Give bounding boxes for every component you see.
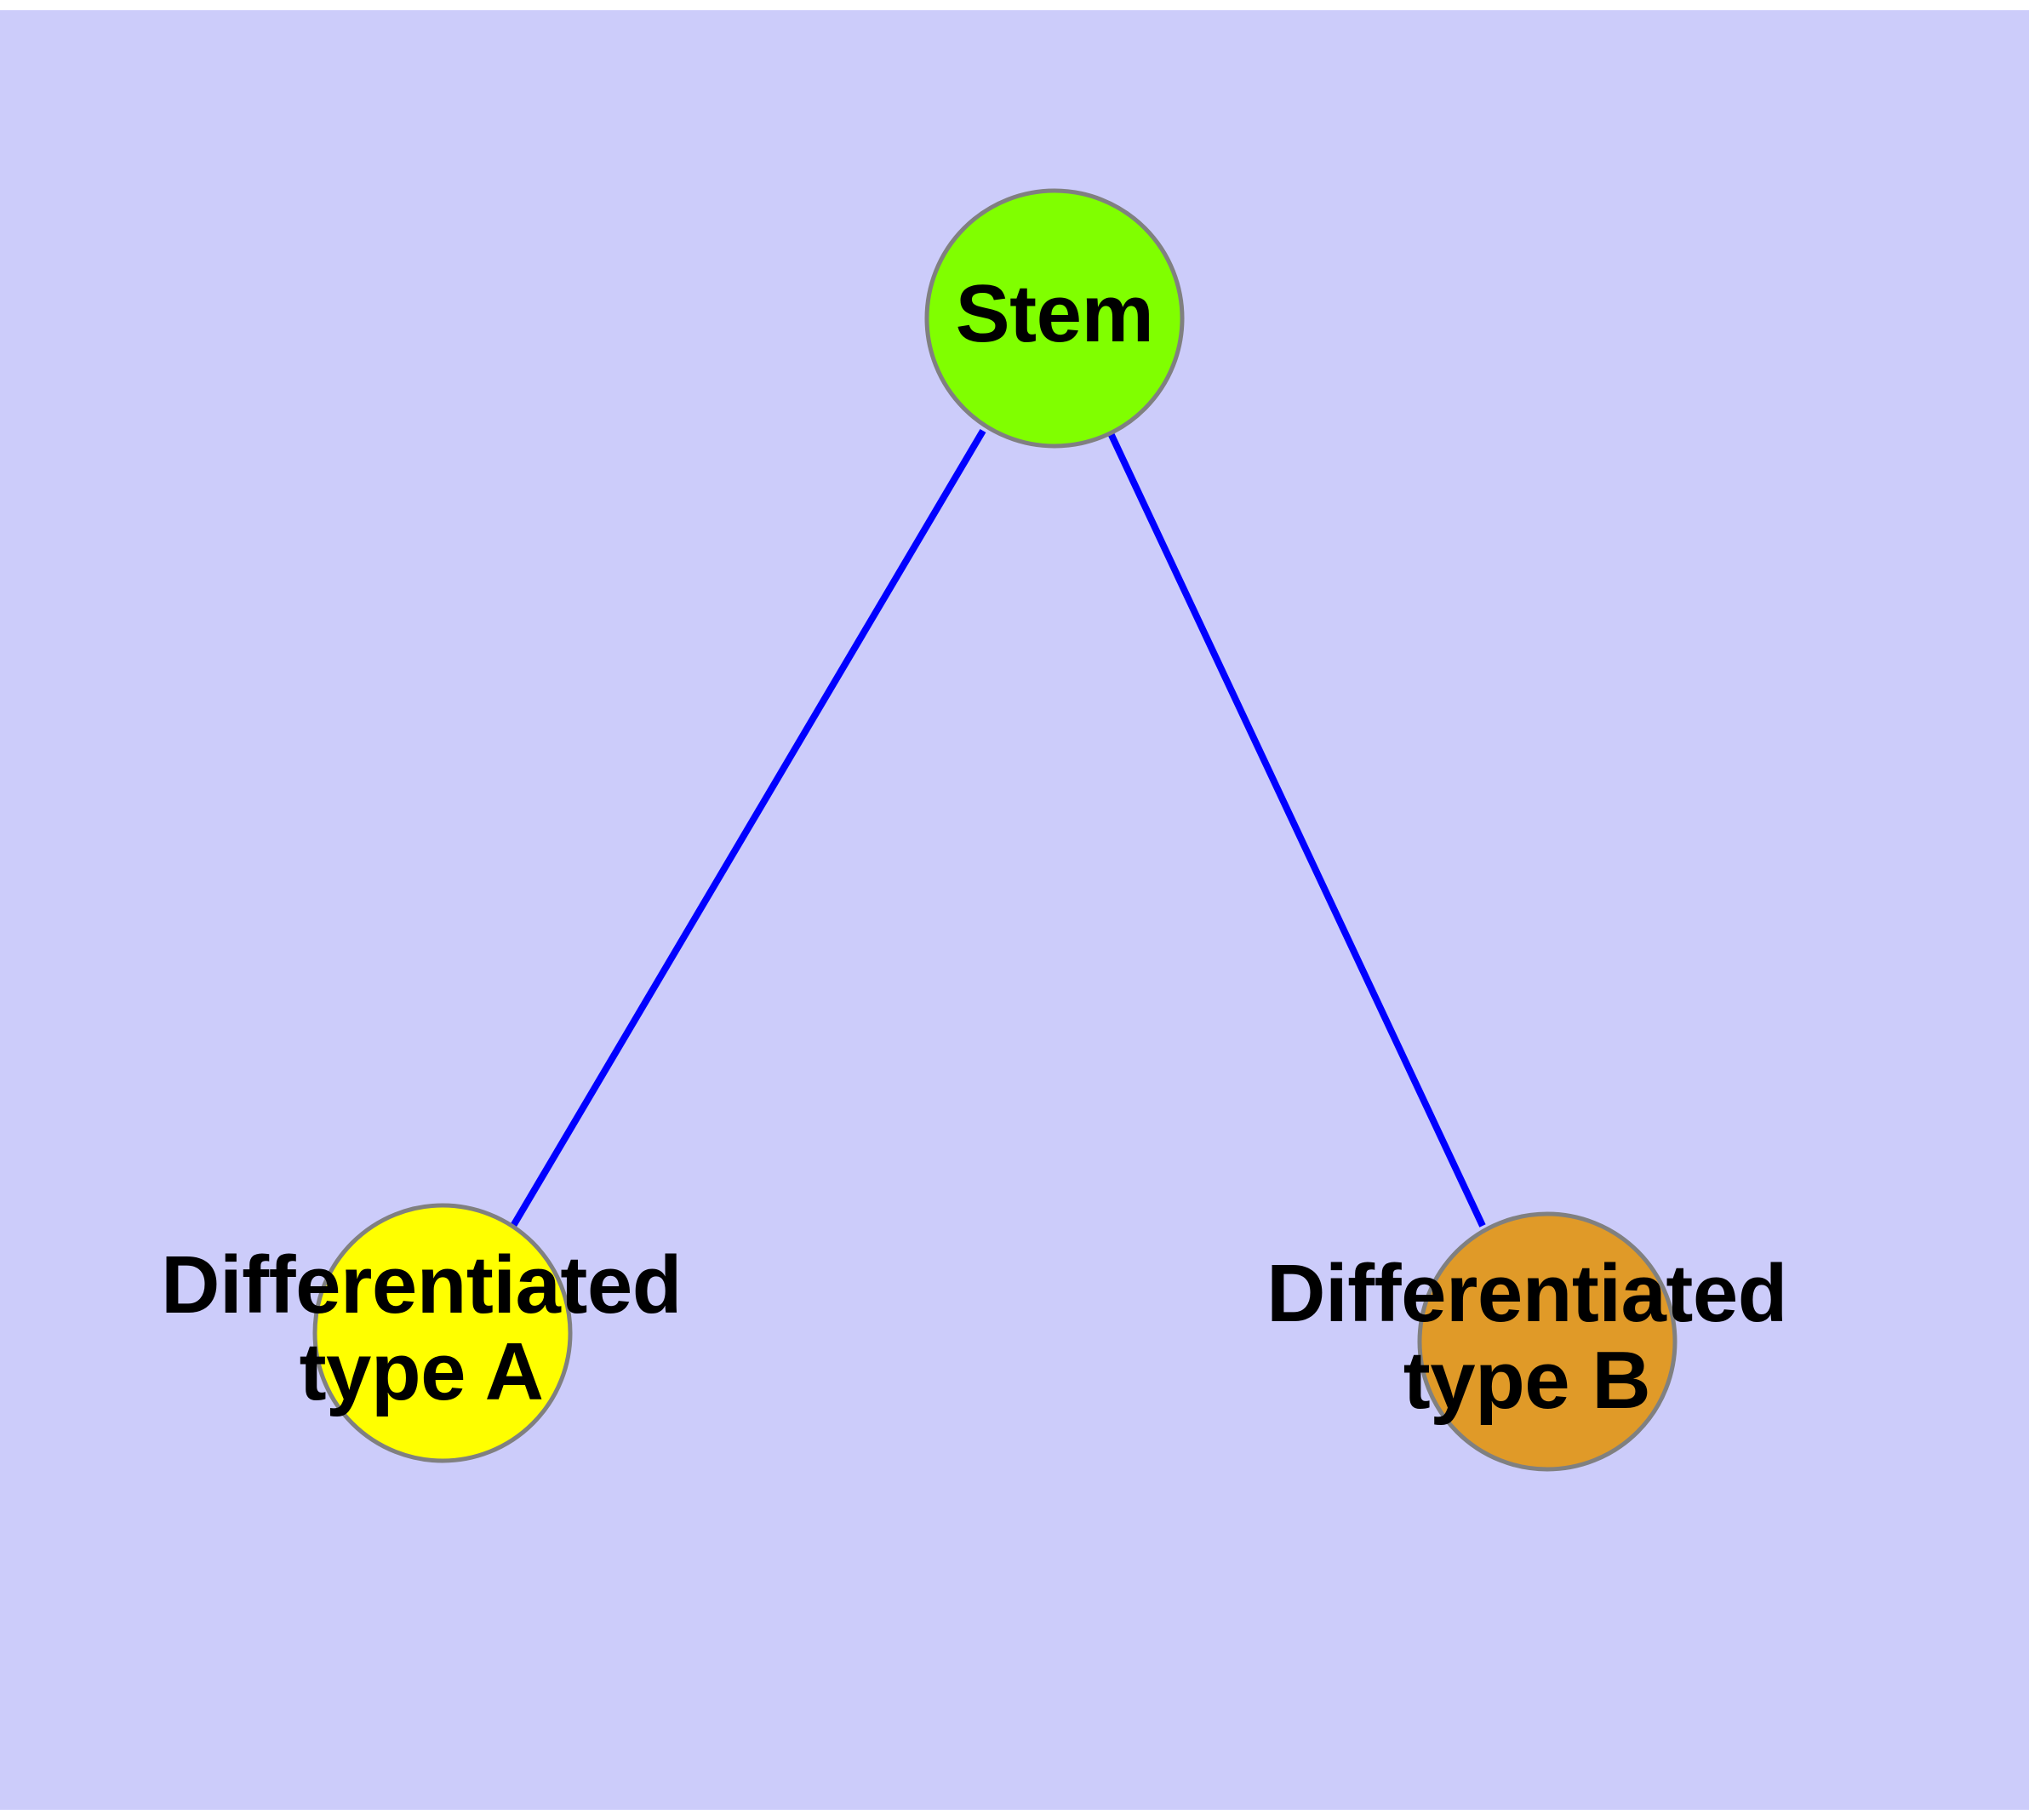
node-differentiated-type-b[interactable] bbox=[1417, 1211, 1677, 1472]
edge-stem-to-differentiated-type-b[interactable] bbox=[1107, 432, 1486, 1228]
node-stem[interactable] bbox=[924, 188, 1185, 449]
node-differentiated-type-a[interactable] bbox=[312, 1203, 573, 1463]
node-layer bbox=[312, 188, 1677, 1472]
edge-layer bbox=[510, 428, 1486, 1228]
edge-stem-to-differentiated-type-a[interactable] bbox=[510, 428, 986, 1228]
